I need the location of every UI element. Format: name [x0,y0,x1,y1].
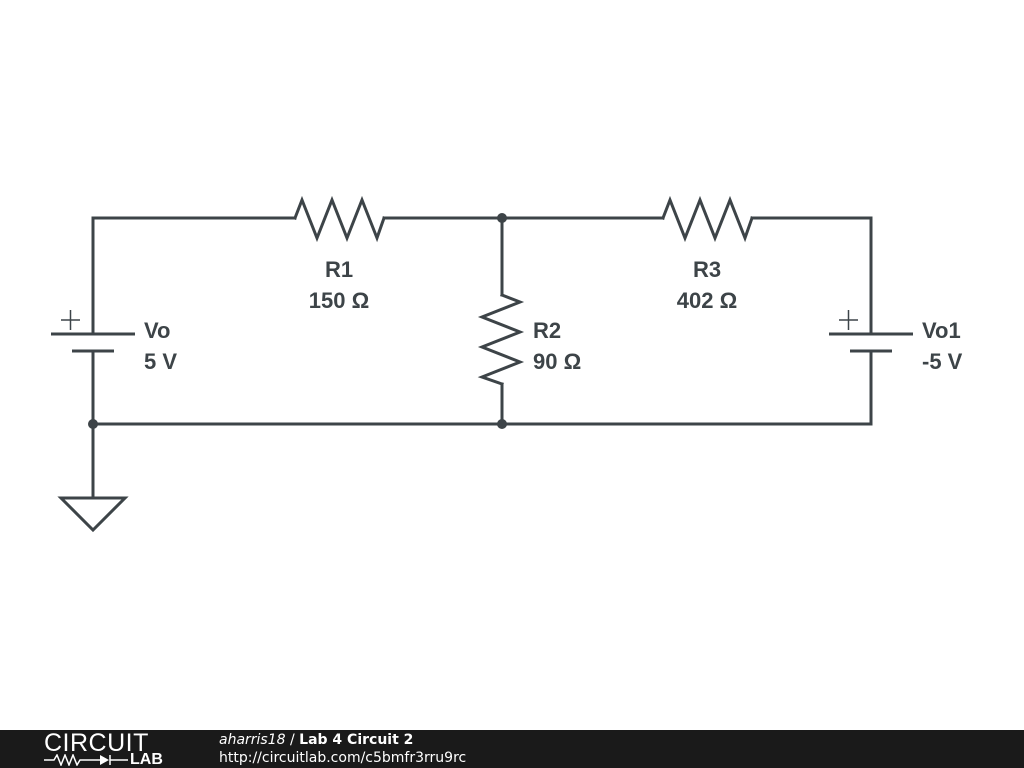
label-vo1-name: Vo1 [922,318,961,343]
ground-icon [57,496,129,533]
label-vo1-value: -5 V [922,349,963,374]
logo-text-lab: LAB [130,751,163,768]
circuitlab-logo[interactable]: CIRCUIT LAB [44,729,176,768]
circuit-schematic: R1 150 Ω R3 402 Ω R2 90 Ω Vo 5 V Vo1 -5 … [51,195,963,533]
label-r1-value: 150 Ω [309,288,369,313]
footer-bar: CIRCUIT LAB aharris18 / Lab 4 Circuit 2 … [0,730,1024,768]
resistor-r1-symbol [293,195,386,243]
resistor-r2-symbol [477,293,525,386]
label-r1-name: R1 [325,257,353,282]
label-r3-name: R3 [693,257,721,282]
circuit-name: Lab 4 Circuit 2 [299,732,414,748]
label-r3-value: 402 Ω [677,288,737,313]
logo-text-circuit: CIRCUIT [44,729,149,757]
resistor-r3-symbol [661,195,754,243]
label-r2-name: R2 [533,318,561,343]
circuit-url[interactable]: http://circuitlab.com/c5bmfr3rru9rc [219,750,467,766]
resistor-diode-icon [44,754,128,766]
junction-bottom-left [88,419,98,429]
junction-top-middle [497,213,507,223]
junction-bottom-middle [497,419,507,429]
title-separator: / [285,732,300,748]
circuit-title-line: aharris18 / Lab 4 Circuit 2 [219,731,413,749]
label-vo-value: 5 V [144,349,177,374]
author-link[interactable]: aharris18 [219,732,286,748]
label-r2-value: 90 Ω [533,349,581,374]
label-vo-name: Vo [144,318,170,343]
